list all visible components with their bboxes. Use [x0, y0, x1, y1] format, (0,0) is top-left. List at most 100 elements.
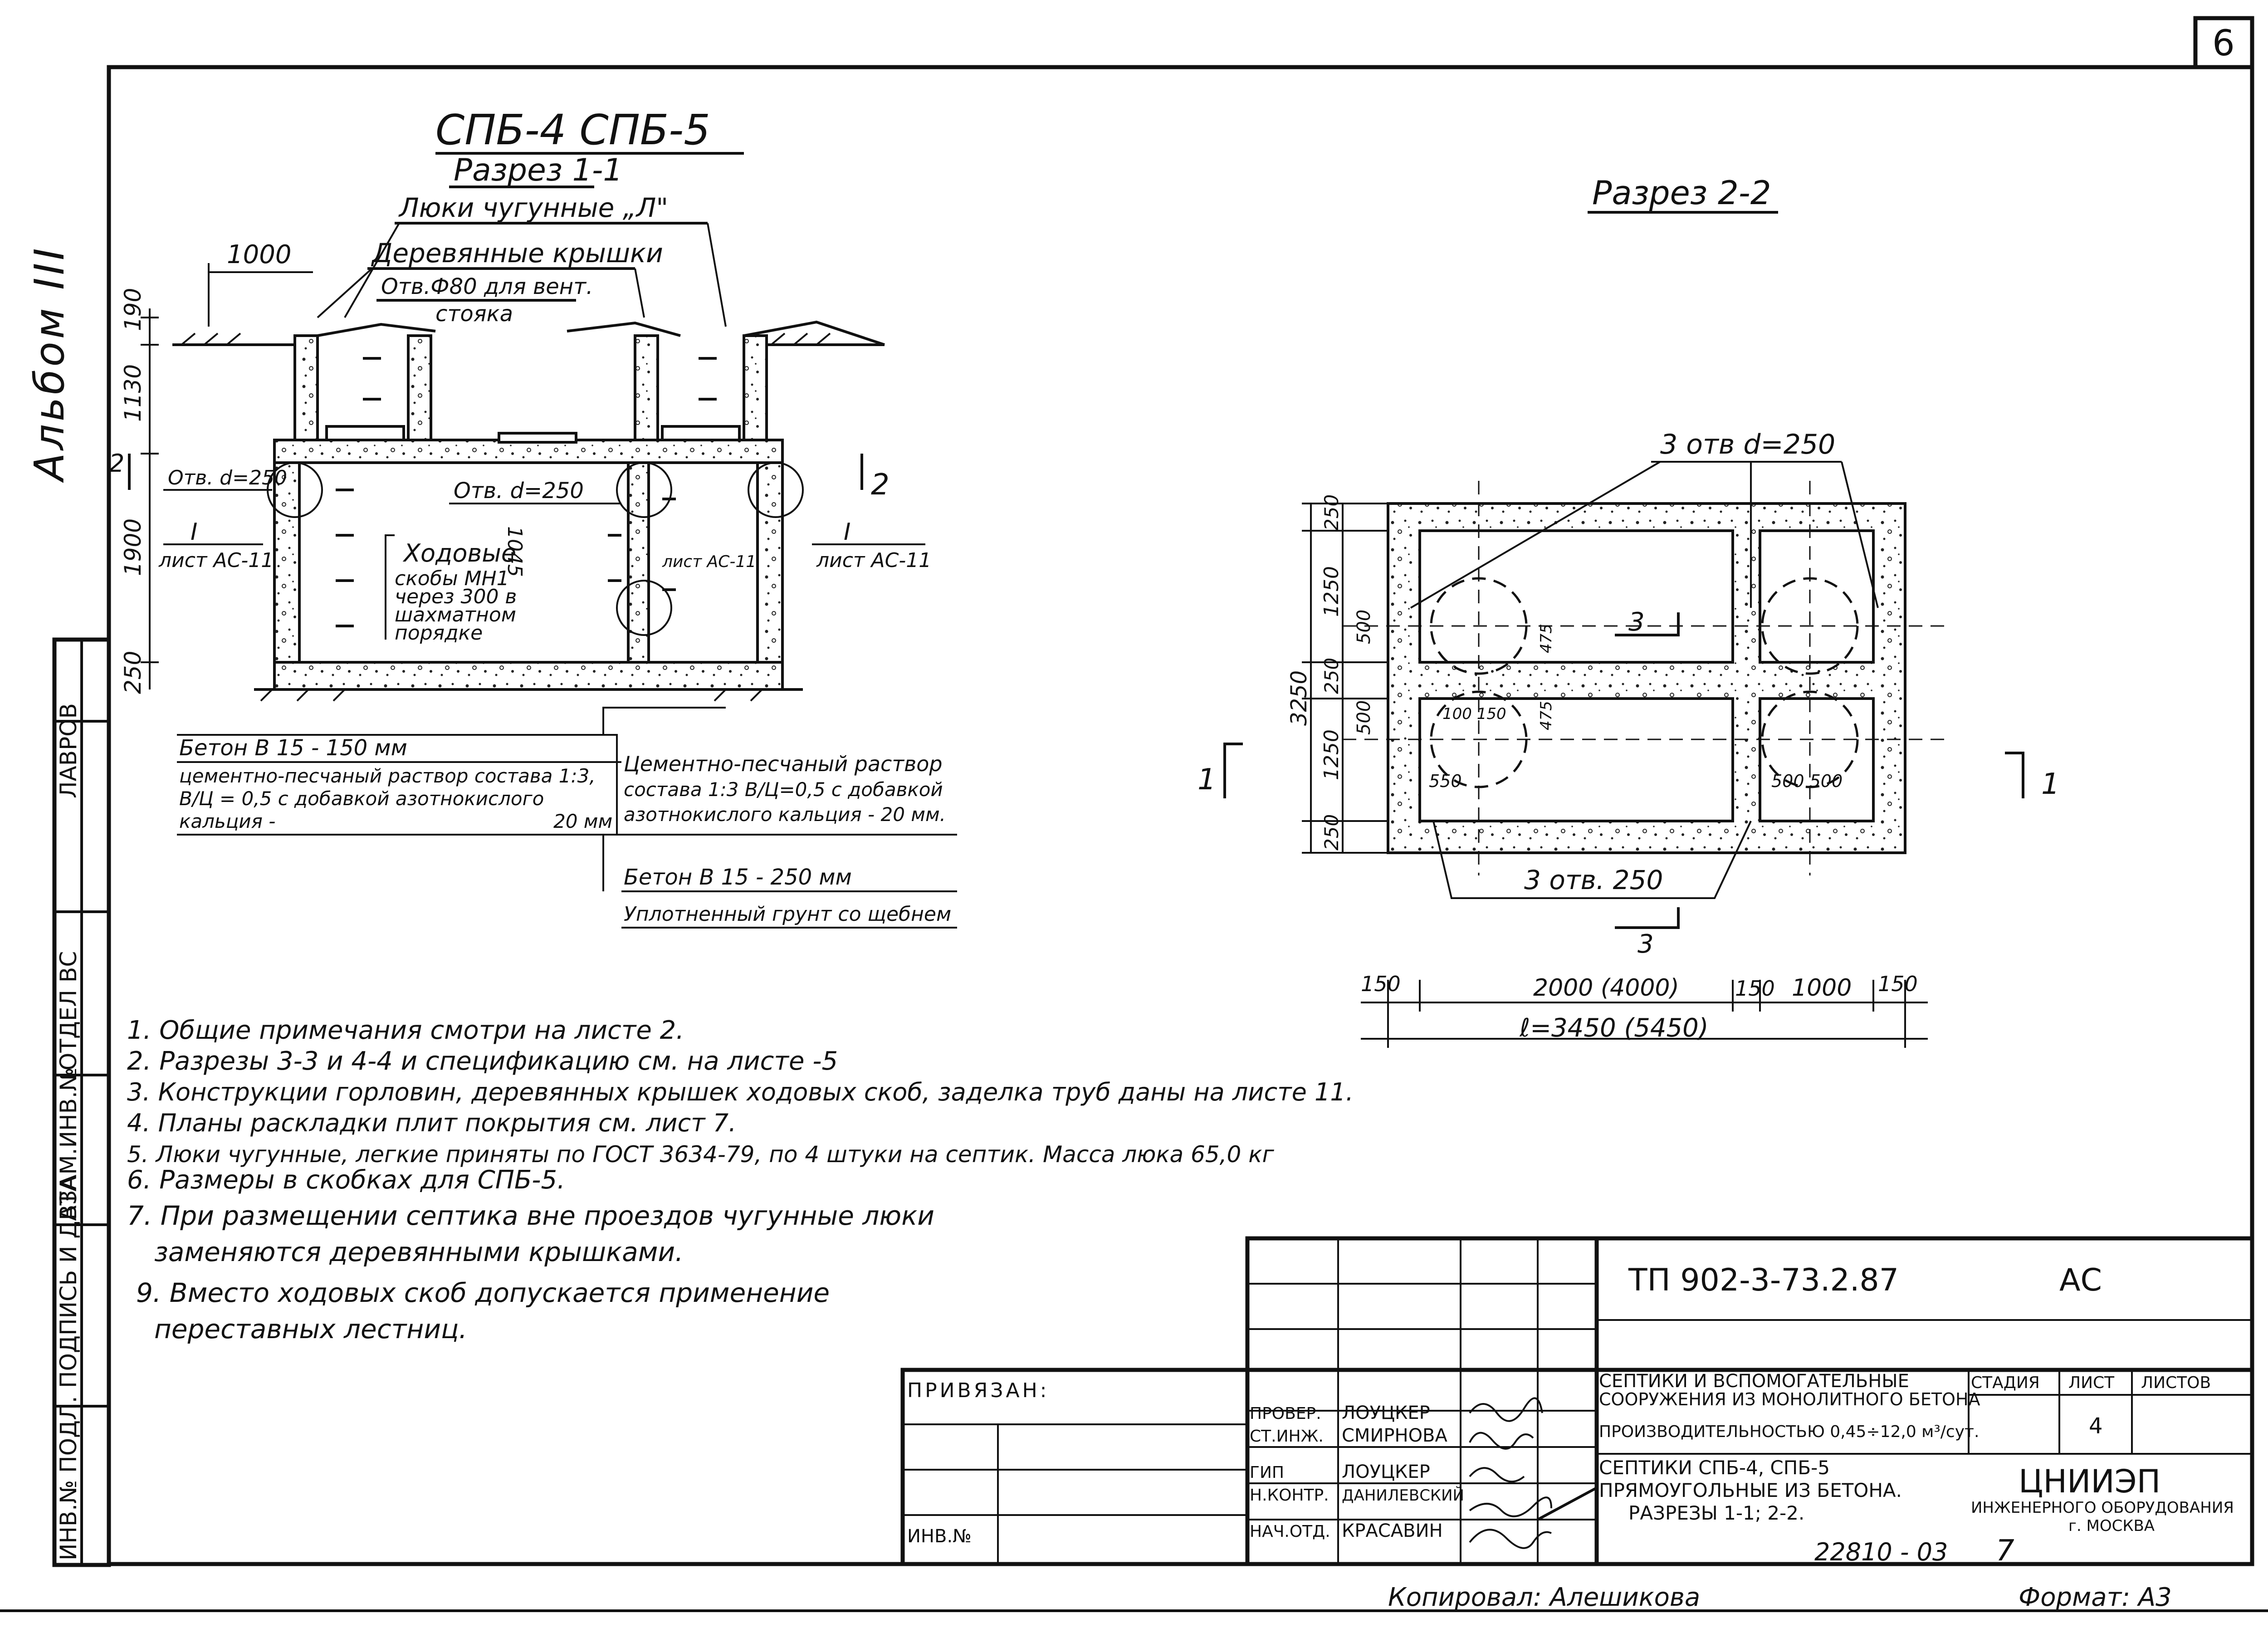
desc-line-6: РАЗРЕЗЫ 1-1; 2-2. — [1628, 1502, 1804, 1524]
org-line-2: ИНЖЕНЕРНОГО ОБОРУДОВАНИЯ — [1971, 1499, 2234, 1517]
name-proverka: ЛОУЦКЕР — [1342, 1403, 1430, 1423]
dim-2-150b: 150 — [1735, 976, 1775, 1001]
section-2-2: Разрез 2-2 3 отв d=250 3 отв. 250 — [1198, 174, 2060, 1048]
note-1: 1. Общие примечания смотри на листе 2. — [127, 1016, 684, 1045]
desc-line-2: СООРУЖЕНИЯ ИЗ МОНОЛИТНОГО БЕТОНА — [1599, 1389, 1980, 1409]
section-1-1: СПБ-4 СПБ-5 Разрез 1-1 Люки чугунные „Л"… — [109, 106, 957, 929]
dim-2-250b: 250 — [1320, 658, 1343, 694]
doc-code: ТП 902-3-73.2.87 — [1628, 1262, 1899, 1298]
layer-left-2: цементно-песчаный раствор состава 1:3, — [179, 765, 596, 787]
format-label: Формат: А3 — [2019, 1583, 2172, 1612]
role-gip: ГИП — [1250, 1463, 1284, 1482]
name-nach-otd: КРАСАВИН — [1342, 1520, 1443, 1541]
dim-2-100-150: 100 150 — [1442, 705, 1506, 723]
sheet-number: 6 — [2212, 23, 2235, 64]
album-label: Альбом III — [26, 245, 73, 483]
hole-mid-label: Отв. d=250 — [454, 478, 584, 504]
cut-1-left: 1 — [1198, 763, 1216, 797]
dim-2-500a: 500 — [1354, 610, 1374, 644]
sheets-label: ЛИСТОВ — [2141, 1374, 2211, 1392]
section-1-subtitle: Разрез 1-1 — [454, 152, 623, 188]
role-nach-otd: НАЧ.ОТД. — [1250, 1522, 1330, 1541]
archive-sheet: 7 — [1996, 1534, 2014, 1568]
node-right-number: I — [844, 518, 850, 546]
layer-right-5: Уплотненный грунт со щебнем — [624, 903, 951, 926]
dim-250-left: 250 — [120, 651, 146, 694]
org-name: ЦНИИЭП — [2019, 1463, 2160, 1500]
dim-2-150a: 150 — [1361, 972, 1401, 996]
signatures — [1469, 1397, 1552, 1549]
dim-2-1250a: 1250 — [1320, 566, 1343, 617]
dim-2-1250b: 1250 — [1320, 729, 1343, 780]
stamp-lavrov: ЛАВРОВ — [55, 703, 82, 798]
note-4: 4. Планы раскладки плит покрытия см. лис… — [127, 1109, 736, 1137]
stamp-podpis: ПОДПИСЬ И ДАТА — [55, 1176, 82, 1388]
notes: 1. Общие примечания смотри на листе 2. 2… — [127, 1016, 1354, 1344]
node-mid-sheet: лист АС-11 — [662, 552, 756, 571]
archive-number: 22810 - 03 — [1814, 1538, 1948, 1566]
holes-bottom-label: 3 отв. 250 — [1524, 865, 1663, 895]
node-right-sheet: лист АС-11 — [816, 549, 931, 572]
role-n-kontr: Н.КОНТР. — [1250, 1486, 1329, 1505]
hole-left-label: Отв. d=250 — [168, 466, 287, 489]
cut-3-top: 3 — [1628, 607, 1645, 637]
name-n-kontr: ДАНИЛЕВСКИЙ — [1342, 1486, 1464, 1505]
dim-190: 190 — [120, 288, 146, 331]
stamp-otdel: ОТДЕЛ ВС — [55, 951, 82, 1071]
name-st-inzh: СМИРНОВА — [1342, 1425, 1447, 1446]
note-5: 5. Люки чугунные, легкие приняты по ГОСТ… — [127, 1141, 1274, 1168]
section-1-title: СПБ-4 СПБ-5 — [435, 106, 710, 154]
org-city: г. МОСКВА — [2068, 1517, 2155, 1535]
hatch-label: Люки чугунные „Л" — [398, 192, 668, 223]
layer-left-4: кальция - — [179, 810, 275, 832]
dim-1045: 1045 — [503, 526, 526, 577]
steps-label-3: через 300 в — [395, 585, 517, 608]
layer-right-2: состава 1:3 В/Ц=0,5 с добавкой — [624, 778, 943, 801]
desc-line-1: СЕПТИКИ И ВСПОМОГАТЕЛЬНЫЕ — [1599, 1371, 1909, 1392]
layer-right-4: Бетон В 15 - 250 мм — [624, 865, 852, 890]
dim-1000: 1000 — [227, 240, 292, 269]
dim-2-550: 550 — [1429, 771, 1462, 791]
dim-1900: 1900 — [120, 518, 146, 576]
stage-label: СТАДИЯ — [1971, 1374, 2040, 1392]
cut-3-bottom: 3 — [1637, 929, 1654, 959]
dim-2-500-500: 500 500 — [1771, 771, 1843, 791]
steps-label-2: скобы МН1 — [395, 567, 509, 590]
layer-left-3: В/Ц = 0,5 с добавкой азотнокислого — [179, 787, 544, 810]
note-7: 7. При размещении септика вне проездов ч… — [127, 1200, 934, 1231]
note-9-cont: переставных лестниц. — [154, 1314, 467, 1344]
note-3: 3. Конструкции горловин, деревянных крыш… — [127, 1078, 1354, 1106]
layer-left-5: 20 мм — [553, 810, 612, 832]
steps-label-1: Ходовые — [402, 539, 516, 567]
note-2: 2. Разрезы 3-3 и 4-4 и спецификацию см. … — [127, 1046, 838, 1076]
role-st-inzh: СТ.ИНЖ. — [1250, 1427, 1324, 1446]
dim-2-250a: 250 — [1320, 494, 1343, 531]
cut-2-left: 2 — [109, 449, 124, 478]
dim-2-2000: 2000 (4000) — [1533, 974, 1679, 1002]
dim-2-1000: 1000 — [1792, 974, 1852, 1002]
note-9: 9. Вместо ходовых скоб допускается приме… — [136, 1277, 830, 1308]
holes-top-label: 3 отв d=250 — [1660, 429, 1835, 460]
cut-1-right: 1 — [2041, 768, 2060, 801]
title-block: ПРИВЯЗАН: ИНВ.№ ТП 902-3-73.2.87 АС ПРОВ… — [900, 1236, 2252, 1568]
layer-right-3: азотнокислого кальция - 20 мм. — [624, 803, 946, 826]
dim-2-150c: 150 — [1878, 972, 1918, 996]
dim-2-250c: 250 — [1320, 814, 1343, 851]
vent-label-2: стояка — [435, 301, 513, 327]
name-gip: ЛОУЦКЕР — [1342, 1462, 1430, 1482]
note-7-cont: заменяются деревянными крышками. — [154, 1237, 684, 1267]
node-left-number: I — [191, 518, 197, 546]
sheet-label: ЛИСТ — [2068, 1374, 2115, 1392]
dim-2-total: ℓ=3450 (5450) — [1519, 1013, 1709, 1043]
copied-by: Копировал: Алешикова — [1388, 1583, 1700, 1612]
layer-right-1: Цементно-песчаный раствор — [624, 752, 943, 776]
stamp-inv-podl: ИНВ.№ ПОДЛ. — [55, 1396, 82, 1560]
node-left-sheet: лист АС-11 — [158, 549, 274, 572]
layer-left-1: Бетон В 15 - 150 мм — [179, 735, 407, 761]
inv-no-label: ИНВ.№ — [907, 1526, 972, 1547]
privyazan-label: ПРИВЯЗАН: — [907, 1379, 1050, 1402]
sheet-value: 4 — [2089, 1413, 2103, 1439]
steps-label-5: порядке — [395, 621, 483, 645]
dim-1130: 1130 — [120, 364, 146, 422]
